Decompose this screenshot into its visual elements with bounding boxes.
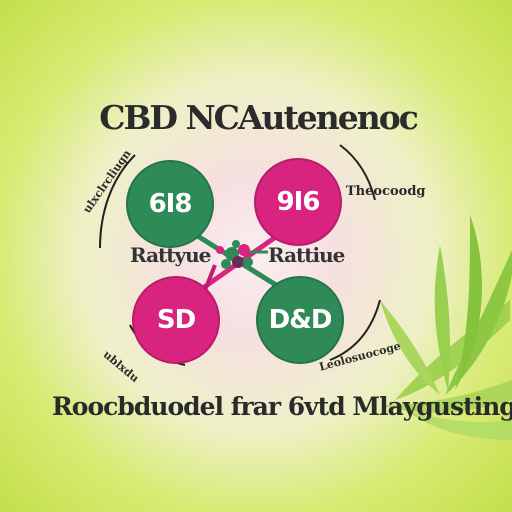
node-bottom-left: SD — [132, 276, 220, 364]
node-bottom-right-label: D&D — [268, 305, 333, 335]
node-top-right-label: 9I6 — [276, 187, 321, 217]
diagram-caption: Roocbduodel frar 6vtd Mlaygusting — [52, 392, 512, 421]
arc-left-top — [99, 154, 136, 249]
node-bottom-right: D&D — [256, 276, 344, 364]
arc-right-top — [339, 144, 376, 201]
node-top-right: 9I6 — [254, 158, 342, 246]
node-top-left-label: 6I8 — [148, 189, 193, 219]
node-top-left: 6I8 — [126, 160, 214, 248]
diagram-title: CBD NCAutenenoc — [99, 98, 419, 137]
molecule-cluster-icon — [216, 240, 253, 269]
row-label-right: Rattiue — [268, 243, 345, 267]
row-label-left: Rattyue — [130, 243, 211, 267]
arc-right-bottom — [329, 299, 381, 361]
side-label-right-top: Theocoodg — [346, 184, 426, 199]
cannabis-leaf-icon — [380, 215, 512, 440]
node-bottom-left-label: SD — [156, 305, 196, 335]
